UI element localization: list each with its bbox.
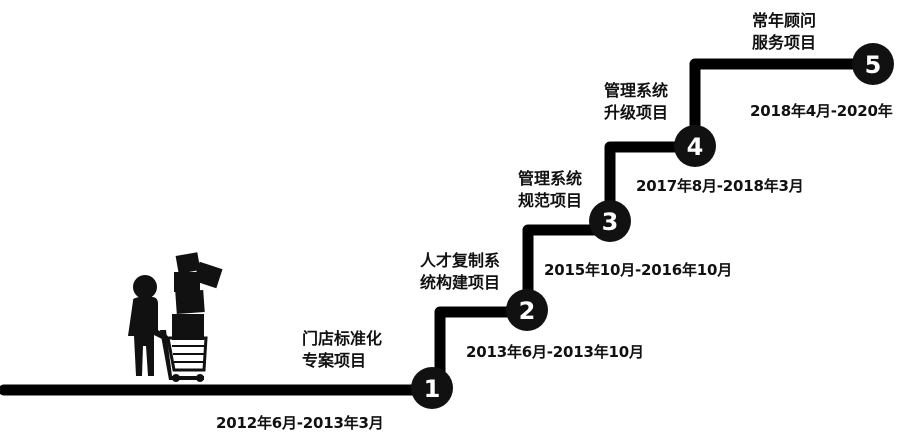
milestone-3-title: 管理系统 规范项目 [518,168,582,212]
milestone-4-period: 2017年8月-2018年3月 [636,177,804,195]
milestone-4-title-line2: 升级项目 [604,103,669,122]
milestone-2-period: 2013年6月-2013年10月 [466,343,644,361]
milestone-1-period: 2012年6月-2013年3月 [216,414,384,432]
milestone-node-4: 4 [674,125,716,167]
milestone-2-title: 人才复制系 统构建项目 [420,250,500,294]
milestone-5-title: 常年顾问 服务项目 [752,10,816,54]
milestone-4-title-line1: 管理系统 [604,81,669,100]
milestone-number-3: 3 [602,208,619,236]
staircase-line [0,58,878,396]
milestone-node-1: 1 [411,367,453,409]
milestone-3-period: 2015年10月-2016年10月 [544,261,733,279]
milestone-5-title-line2: 服务项目 [752,33,817,52]
milestone-3-title-line1: 管理系统 [518,169,583,188]
milestone-2-title-line2: 统构建项目 [420,273,501,292]
person-pushing-cart-with-boxes-icon [128,252,223,382]
milestone-5-period: 2018年4月-2020年 [750,102,893,120]
milestone-2-title-line1: 人才复制系 [420,251,501,270]
milestone-5-title-line1: 常年顾问 [752,11,817,30]
milestone-3-title-line2: 规范项目 [518,191,583,210]
milestone-node-5: 5 [852,43,894,85]
milestone-1-title: 门店标准化 专案项目 [302,328,382,372]
milestone-node-3: 3 [589,200,631,242]
milestone-number-1: 1 [424,375,441,403]
milestone-number-5: 5 [865,51,882,79]
milestone-node-2: 2 [506,289,548,331]
milestone-number-4: 4 [687,133,704,161]
milestone-4-title: 管理系统 升级项目 [604,80,668,124]
milestone-number-2: 2 [519,297,536,325]
milestone-1-title-line1: 门店标准化 [302,329,383,348]
milestone-1-title-line2: 专案项目 [302,351,367,370]
